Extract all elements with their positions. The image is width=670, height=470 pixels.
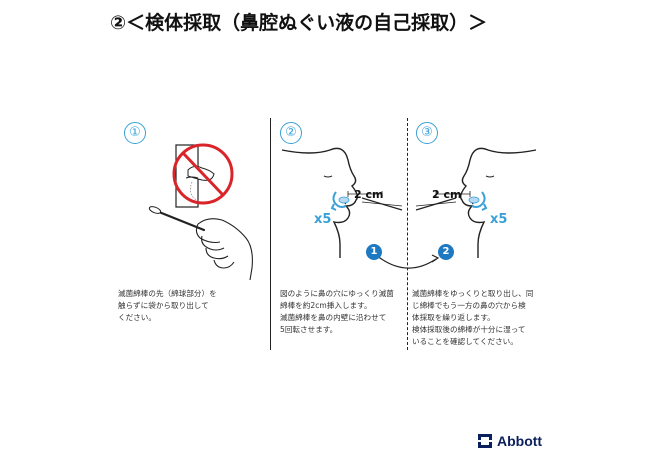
page-title: ②＜検体採取（鼻腔ぬぐい液の自己採取）＞ [110,12,488,34]
panel-divider-dashed [407,118,408,350]
step-3-caption: 滅菌綿棒をゆっくりと取り出し、同 じ綿棒でもう一方の鼻の穴から検 体採取を繰り返… [412,289,534,346]
sequence-arrow [375,254,440,269]
panel-divider-solid [270,118,271,350]
step-2-rotation-label: x5 [314,212,332,227]
step-3-number: ③ [416,122,438,144]
prohibited-touch-illustration [172,143,234,208]
sequence-badge-1: 1 [366,244,382,260]
step-3-panel: ③ 2 cm x5 滅菌綿棒をゆっくりと取り出し、同 じ綿棒でもう一方の鼻の穴か… [410,120,560,352]
step-3-distance-label: 2 cm [432,188,462,201]
sequence-badge-2: 2 [438,244,454,260]
step-1-panel: ① 滅菌綿棒の先（綿球部分）を 触らずに袋から取り出して ください。 [118,120,268,352]
abbott-logo-mark-icon [476,432,494,450]
face-profile-left-illustration [281,147,403,258]
step-2-number: ② [280,122,302,144]
step-3-rotation-label: x5 [490,212,508,227]
abbott-logo: Abbott [476,430,542,452]
step-2-distance-label: 2 cm [354,188,384,201]
face-profile-right-illustration [415,147,537,258]
step-2-panel: ② 2 cm x5 図のように鼻の穴にゆっくり滅菌 綿棒を約2cm挿入します。 … [278,120,406,352]
step-2-caption: 図のように鼻の穴にゆっくり滅菌 綿棒を約2cm挿入します。 滅菌綿棒を鼻の内壁に… [280,289,394,334]
abbott-logo-text: Abbott [497,433,543,449]
step-1-number: ① [124,122,146,144]
hand-holding-swab-illustration [148,206,253,281]
step-1-caption: 滅菌綿棒の先（綿球部分）を 触らずに袋から取り出して ください。 [118,289,217,322]
